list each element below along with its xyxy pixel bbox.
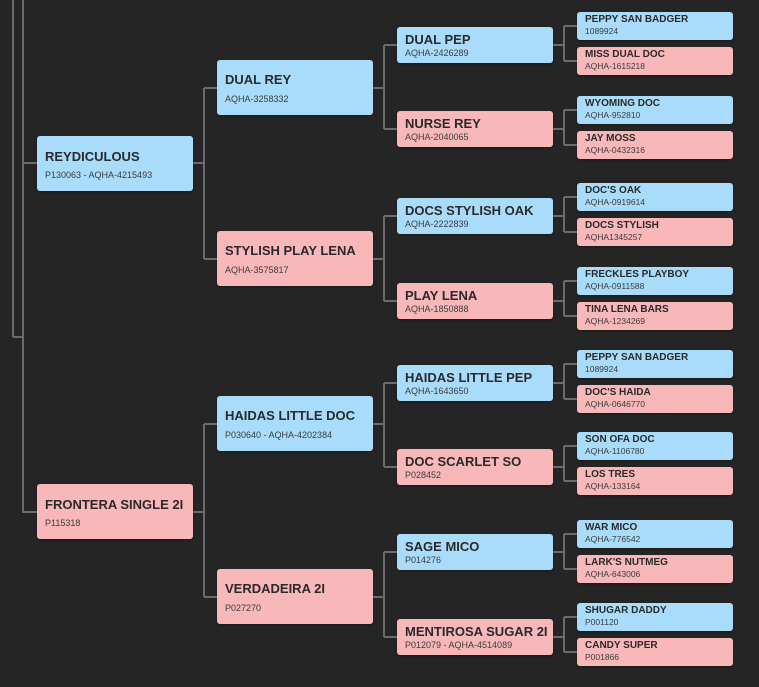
dam-dam-card[interactable]: VERDADEIRA 2I P027270: [217, 569, 373, 624]
g3-card[interactable]: DOC SCARLET SO P028452: [397, 449, 553, 485]
registration-number: P012079 - AQHA-4514089: [405, 640, 513, 650]
g3-card[interactable]: DOCS STYLISH OAK AQHA-2222839: [397, 198, 553, 234]
horse-name: DUAL REY: [225, 72, 292, 87]
registration-number: AQHA-2222839: [405, 219, 469, 229]
horse-name: DOC'S HAIDA: [585, 387, 651, 398]
g4-card[interactable]: LOS TRES AQHA-133164: [577, 467, 733, 495]
g3-card[interactable]: NURSE REY AQHA-2040065: [397, 111, 553, 147]
g4-card[interactable]: PEPPY SAN BADGER 1089924: [577, 12, 733, 40]
registration-number: P001866: [585, 652, 620, 662]
g4-card[interactable]: TINA LENA BARS AQHA-1234269: [577, 302, 733, 330]
g4-card[interactable]: WAR MICO AQHA-776542: [577, 520, 733, 548]
horse-name: STYLISH PLAY LENA: [225, 243, 356, 258]
horse-name: MISS DUAL DOC: [585, 49, 665, 60]
registration-number: AQHA-776542: [585, 534, 641, 544]
registration-number: AQHA-2040065: [405, 132, 469, 142]
dam-card[interactable]: FRONTERA SINGLE 2I P115318: [37, 484, 193, 539]
g4-card[interactable]: JAY MOSS AQHA-0432316: [577, 131, 733, 159]
horse-name: TINA LENA BARS: [585, 304, 669, 315]
dam-sire-card[interactable]: HAIDAS LITTLE DOC P030640 - AQHA-4202384: [217, 396, 373, 451]
horse-name: LOS TRES: [585, 469, 636, 480]
horse-name: DUAL PEP: [405, 32, 471, 47]
registration-number: 1089924: [585, 364, 619, 374]
horse-name: WAR MICO: [585, 522, 638, 533]
g3-card[interactable]: DUAL PEP AQHA-2426289: [397, 27, 553, 63]
horse-name: VERDADEIRA 2I: [225, 581, 325, 596]
g4-card[interactable]: DOCS STYLISH AQHA1345257: [577, 218, 733, 246]
horse-name: DOC SCARLET SO: [405, 454, 522, 469]
horse-name: FRONTERA SINGLE 2I: [45, 497, 184, 512]
horse-name: REYDICULOUS: [45, 149, 140, 164]
horse-name: PLAY LENA: [405, 288, 478, 303]
horse-name: JAY MOSS: [585, 133, 636, 144]
registration-number: AQHA-1850888: [405, 304, 469, 314]
registration-number: P001120: [585, 617, 619, 627]
registration-number: AQHA-643006: [585, 569, 641, 579]
registration-number: AQHA-2426289: [405, 48, 469, 58]
registration-number: AQHA-1615218: [585, 61, 646, 71]
horse-name: NURSE REY: [405, 116, 481, 131]
g3-card[interactable]: SAGE MICO P014276: [397, 534, 553, 570]
horse-name: SAGE MICO: [405, 539, 480, 554]
g4-card[interactable]: FRECKLES PLAYBOY AQHA-0911588: [577, 267, 733, 295]
horse-name: DOCS STYLISH OAK: [405, 203, 534, 218]
registration-number: P014276: [405, 555, 442, 565]
registration-number: AQHA1345257: [585, 232, 643, 242]
horse-name: DOC'S OAK: [585, 185, 642, 196]
horse-name: SHUGAR DADDY: [585, 605, 667, 616]
registration-number: P028452: [405, 470, 442, 480]
horse-name: DOCS STYLISH: [585, 220, 659, 231]
registration-number: P130063 - AQHA-4215493: [45, 170, 153, 180]
g4-card[interactable]: DOC'S OAK AQHA-0919614: [577, 183, 733, 211]
registration-number: AQHA-1643650: [405, 386, 469, 396]
horse-name: LARK'S NUTMEG: [585, 557, 668, 568]
registration-number: P030640 - AQHA-4202384: [225, 430, 333, 440]
sire-card[interactable]: REYDICULOUS P130063 - AQHA-4215493: [37, 136, 193, 191]
registration-number: AQHA-1234269: [585, 316, 646, 326]
g4-card[interactable]: PEPPY SAN BADGER 1089924: [577, 350, 733, 378]
g4-card[interactable]: MISS DUAL DOC AQHA-1615218: [577, 47, 733, 75]
horse-name: MENTIROSA SUGAR 2I: [405, 624, 548, 639]
horse-name: HAIDAS LITTLE DOC: [225, 408, 355, 423]
g4-card[interactable]: WYOMING DOC AQHA-952810: [577, 96, 733, 124]
horse-name: FRECKLES PLAYBOY: [585, 269, 690, 280]
registration-number: AQHA-133164: [585, 481, 641, 491]
registration-number: AQHA-0911588: [585, 281, 645, 291]
g4-card[interactable]: LARK'S NUTMEG AQHA-643006: [577, 555, 733, 583]
g3-card[interactable]: HAIDAS LITTLE PEP AQHA-1643650: [397, 365, 553, 401]
registration-number: AQHA-3258332: [225, 94, 289, 104]
sire-dam-card[interactable]: STYLISH PLAY LENA AQHA-3575817: [217, 231, 373, 286]
registration-number: AQHA-1106780: [585, 446, 645, 456]
horse-name: PEPPY SAN BADGER: [585, 14, 689, 25]
registration-number: AQHA-0919614: [585, 197, 646, 207]
g4-card[interactable]: CANDY SUPER P001866: [577, 638, 733, 666]
registration-number: P115318: [45, 518, 81, 528]
horse-name: SON OFA DOC: [585, 434, 655, 445]
horse-name: HAIDAS LITTLE PEP: [405, 370, 533, 385]
registration-number: 1089924: [585, 26, 619, 36]
registration-number: AQHA-952810: [585, 110, 641, 120]
horse-name: PEPPY SAN BADGER: [585, 352, 689, 363]
g3-card[interactable]: PLAY LENA AQHA-1850888: [397, 283, 553, 319]
registration-number: AQHA-3575817: [225, 265, 289, 275]
horse-name: WYOMING DOC: [585, 98, 660, 109]
registration-number: AQHA-0432316: [585, 145, 646, 155]
sire-sire-card[interactable]: DUAL REY AQHA-3258332: [217, 60, 373, 115]
g4-card[interactable]: SHUGAR DADDY P001120: [577, 603, 733, 631]
registration-number: P027270: [225, 603, 262, 613]
g4-card[interactable]: SON OFA DOC AQHA-1106780: [577, 432, 733, 460]
g3-card[interactable]: MENTIROSA SUGAR 2I P012079 - AQHA-451408…: [397, 619, 553, 655]
registration-number: AQHA-0646770: [585, 399, 646, 409]
g4-card[interactable]: DOC'S HAIDA AQHA-0646770: [577, 385, 733, 413]
horse-name: CANDY SUPER: [585, 640, 658, 651]
